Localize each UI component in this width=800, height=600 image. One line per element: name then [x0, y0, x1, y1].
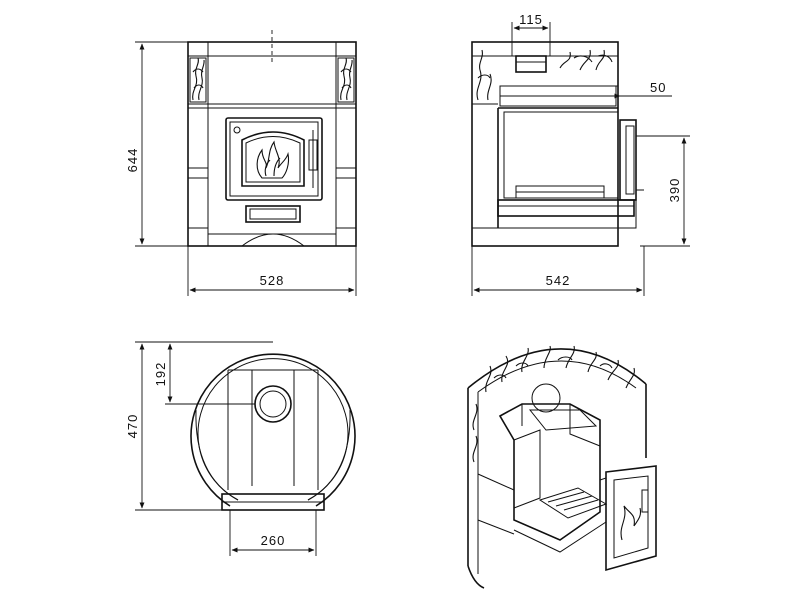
front-right-flame-panel — [337, 57, 355, 103]
door-flame-icon — [256, 140, 290, 179]
dim-plan-offset: 192 — [153, 341, 273, 405]
dim-side-top-width: 115 — [511, 12, 551, 56]
cutaway-flame-band — [485, 345, 635, 393]
front-left-flame-panel — [189, 57, 207, 103]
cutaway-door — [599, 465, 657, 572]
side-view: 115 50 390 542 — [471, 12, 690, 296]
dim-plan-offset-label: 192 — [153, 362, 168, 387]
cutaway-view — [467, 345, 657, 589]
front-door — [225, 117, 323, 247]
dim-side-top-width-label: 115 — [519, 12, 543, 27]
dim-front-height: 644 — [125, 41, 188, 247]
dim-side-offset: 50 — [598, 80, 672, 99]
dim-side-height: 390 — [640, 135, 690, 247]
chimney-opening-inner — [259, 390, 287, 418]
dim-front-width-label: 528 — [260, 273, 285, 288]
dim-plan-base-width-label: 260 — [261, 533, 286, 548]
dim-plan-base-width: 260 — [229, 510, 317, 556]
dim-plan-depth-label: 470 — [125, 414, 140, 439]
dim-side-height-label: 390 — [667, 178, 682, 203]
dim-front-height-label: 644 — [125, 148, 140, 173]
plan-view: 192 470 260 — [125, 341, 356, 556]
dim-side-offset-label: 50 — [650, 80, 666, 95]
front-view: 644 528 — [125, 30, 357, 296]
side-flame-band — [476, 49, 613, 101]
dim-front-width: 528 — [187, 246, 357, 296]
dim-side-width: 542 — [471, 246, 645, 296]
dim-side-width-label: 542 — [546, 273, 571, 288]
dim-plan-depth: 470 — [125, 341, 222, 511]
